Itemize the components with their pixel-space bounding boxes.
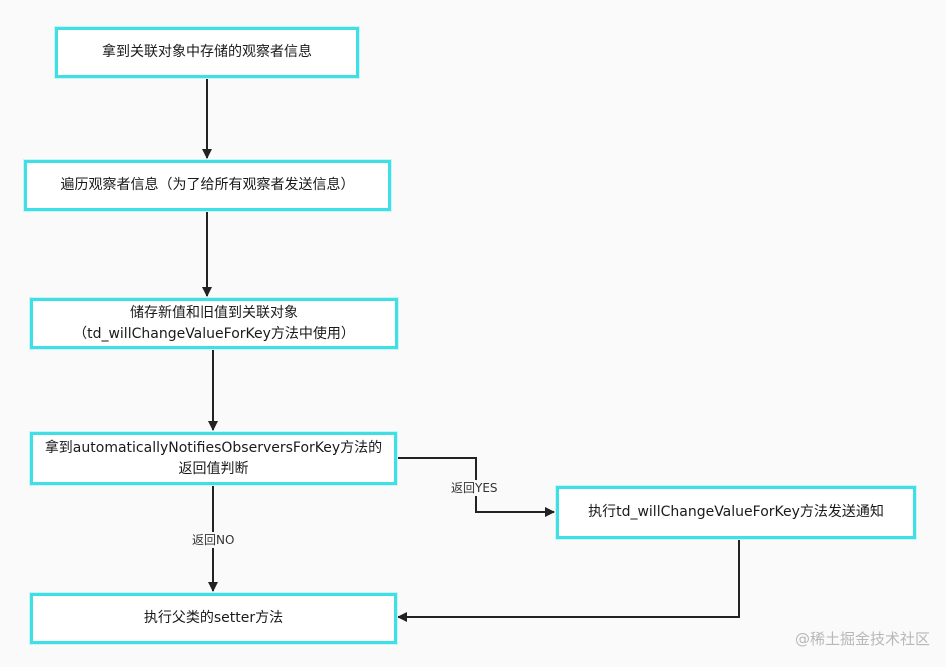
- node-send-notification: 执行td_willChangeValueForKey方法发送通知: [556, 486, 916, 539]
- node-get-observer-info: 拿到关联对象中存储的观察者信息: [55, 27, 359, 78]
- node-text-line2: 返回值判断: [178, 460, 249, 477]
- node-check-auto-notify: 拿到automaticallyNotifiesObserversForKey方法…: [30, 432, 397, 485]
- edge-label-no: 返回NO: [190, 532, 237, 548]
- node-store-values: 储存新值和旧值到关联对象 （td_willChangeValueForKey方法…: [30, 298, 398, 349]
- watermark: @稀土掘金技术社区: [794, 630, 930, 648]
- node-text-line1: 储存新值和旧值到关联对象: [130, 304, 298, 321]
- node-text: 遍历观察者信息（为了给所有观察者发送信息）: [60, 177, 355, 193]
- node-text-line2: （td_willChangeValueForKey方法中使用）: [73, 325, 355, 342]
- node-text: 拿到关联对象中存储的观察者信息: [102, 44, 312, 60]
- node-text: 执行td_willChangeValueForKey方法发送通知: [588, 504, 884, 520]
- node-text-line1: 拿到automaticallyNotifiesObserversForKey方法…: [44, 439, 383, 456]
- node-call-super-setter: 执行父类的setter方法: [30, 593, 397, 644]
- node-text: 执行父类的setter方法: [143, 610, 284, 626]
- edge-label-yes: 返回YES: [449, 480, 500, 496]
- node-iterate-observers: 遍历观察者信息（为了给所有观察者发送信息）: [24, 160, 391, 211]
- arrow-notify-to-setter: [397, 539, 740, 622]
